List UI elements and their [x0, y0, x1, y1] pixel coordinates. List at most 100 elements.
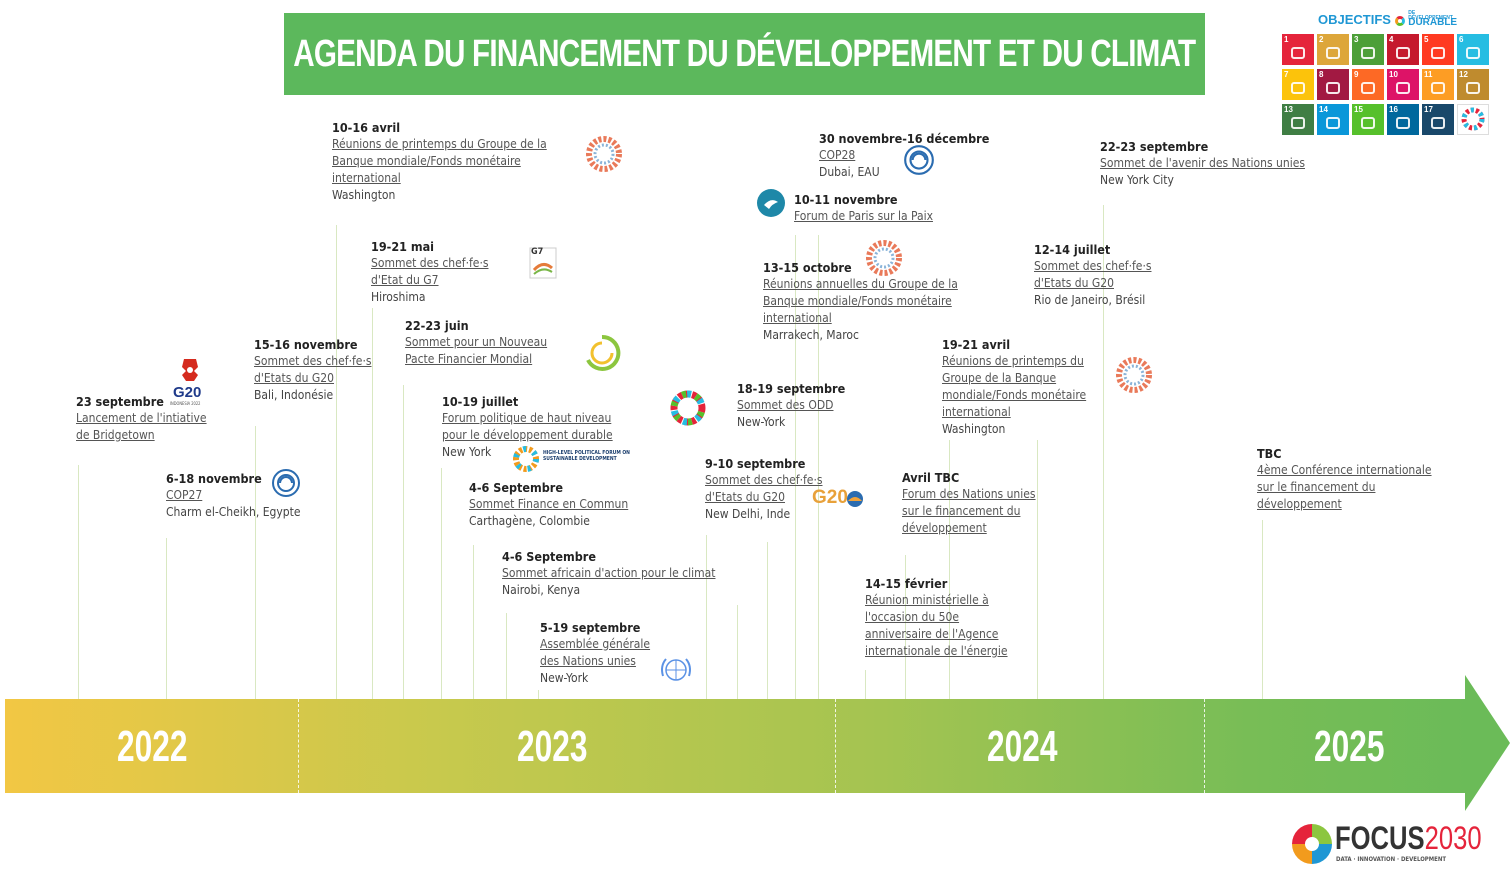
- event-name[interactable]: Banque mondiale/Fonds monétaire: [332, 154, 521, 168]
- year-2024: 2024: [987, 722, 1058, 771]
- g20-logo-subtext: INDONESIA 2022: [170, 401, 201, 406]
- event-name[interactable]: de Bridgetown: [76, 428, 155, 442]
- sdg-tile: 14: [1317, 104, 1349, 135]
- g20-india-logo-text: G20: [812, 487, 848, 508]
- focus2030-logo: FOCUS2030 DATA · INNOVATION · DEVELOPMEN…: [1290, 820, 1485, 868]
- event-place: New-York: [540, 671, 589, 685]
- world-bank-imf-wheel-icon: [585, 135, 623, 177]
- event-name[interactable]: Réunions de printemps du Groupe de la: [332, 137, 547, 151]
- sdg-wheel-icon: [669, 389, 707, 431]
- brand-tagline: DATA · INNOVATION · DEVELOPMENT: [1336, 856, 1447, 863]
- event-place: Marrakech, Maroc: [763, 328, 859, 342]
- event-place: Charm el-Cheikh, Egypte: [166, 505, 301, 519]
- event-name[interactable]: des Nations unies: [540, 654, 636, 668]
- event-name[interactable]: internationale de l'énergie: [865, 644, 1008, 658]
- sdg-tile-icon: [1396, 117, 1410, 129]
- event-name[interactable]: anniversaire de l'Agence: [865, 627, 999, 641]
- event-name[interactable]: Groupe de la Banque: [942, 371, 1057, 385]
- event-place: New York: [442, 445, 492, 459]
- event-date: 22-23 juin: [405, 318, 469, 333]
- world-bank-imf-wheel-icon: [865, 239, 903, 281]
- event-name[interactable]: Forum de Paris sur la Paix: [794, 209, 933, 223]
- sdg-tile-number: 11: [1424, 70, 1433, 79]
- event-name[interactable]: Sommet de l'avenir des Nations unies: [1100, 156, 1305, 170]
- event-name[interactable]: d'Etats du G20: [1034, 276, 1114, 290]
- g7-logo-text: G7: [531, 247, 544, 257]
- connector-line: [441, 468, 442, 699]
- focus2030-swirl-icon: [1292, 824, 1332, 864]
- event-name[interactable]: Réunions de printemps du: [942, 354, 1084, 368]
- event-name[interactable]: mondiale/Fonds monétaire: [942, 388, 1087, 402]
- event-name[interactable]: d'Etats du G20: [705, 490, 785, 504]
- event-place: Washington: [332, 188, 396, 202]
- event-name[interactable]: pour le développement durable: [442, 428, 613, 442]
- event-name[interactable]: Sommet des chef·fe·s: [705, 473, 823, 487]
- event-name[interactable]: international: [763, 311, 832, 325]
- event-name[interactable]: international: [332, 171, 401, 185]
- sdg-tile-number: 17: [1424, 105, 1433, 114]
- sdg-tile-number: 14: [1319, 105, 1328, 114]
- event-date: 14-15 février: [865, 576, 948, 591]
- event-name[interactable]: Lancement de l'intiative: [76, 411, 207, 425]
- event-name[interactable]: Forum politique de haut niveau: [442, 411, 612, 425]
- sdg-tile: 2: [1317, 34, 1349, 65]
- event-name[interactable]: Réunion ministérielle à: [865, 593, 989, 607]
- event-name[interactable]: Sommet des chef·fe·s: [254, 354, 372, 368]
- event-name[interactable]: Banque mondiale/Fonds monétaire: [763, 294, 952, 308]
- event-name[interactable]: Pacte Financier Mondial: [405, 352, 533, 366]
- connector-line: [795, 235, 796, 699]
- sdg-header: OBJECTIFS DE DÉVELOPPEMENTDURABLE: [1318, 11, 1457, 29]
- sdg-tile-icon: [1361, 117, 1375, 129]
- event-date: 4-6 Septembre: [502, 549, 596, 564]
- event-name[interactable]: Assemblée générale: [540, 637, 651, 651]
- event-place: Dubai, EAU: [819, 165, 880, 179]
- event-name[interactable]: Sommet des chef·fe·s: [371, 256, 489, 270]
- event-name[interactable]: développement: [902, 521, 987, 535]
- event-name[interactable]: d'Etats du G20: [254, 371, 334, 385]
- event-name[interactable]: Sommet des ODD: [737, 398, 834, 412]
- event-name[interactable]: international: [942, 405, 1011, 419]
- sdg-tile: 9: [1352, 69, 1384, 100]
- page-title: AGENDA DU FINANCEMENT DU DÉVELOPPEMENT E…: [293, 32, 1196, 75]
- event-date: Avril TBC: [902, 470, 960, 485]
- sdg-tile-number: 15: [1354, 105, 1363, 114]
- event-name[interactable]: l'occasion du 50e: [865, 610, 960, 624]
- connector-line: [78, 465, 79, 699]
- sdg-tile-icon: [1291, 47, 1305, 59]
- event-name[interactable]: COP28: [819, 148, 856, 162]
- connector-line: [506, 613, 507, 699]
- title-banner: AGENDA DU FINANCEMENT DU DÉVELOPPEMENT E…: [284, 13, 1205, 95]
- event-date: 4-6 Septembre: [469, 480, 563, 495]
- event-date: 6-18 novembre: [166, 471, 262, 486]
- unfccc-icon: [902, 144, 936, 180]
- year-divider: [835, 699, 836, 793]
- event-name[interactable]: sur le financement du: [1257, 480, 1376, 494]
- connector-line: [706, 535, 707, 699]
- event-name[interactable]: Sommet des chef·fe·s: [1034, 259, 1152, 273]
- sdg-tile: 3: [1352, 34, 1384, 65]
- sdg-tile-icon: [1326, 82, 1340, 94]
- event-name[interactable]: COP27: [166, 488, 203, 502]
- sdg-tile-icon: [1466, 82, 1480, 94]
- connector-line: [473, 545, 474, 699]
- event-date: TBC: [1257, 446, 1282, 461]
- event-name[interactable]: Sommet pour un Nouveau: [405, 335, 548, 349]
- connector-line: [949, 440, 950, 699]
- connector-line: [818, 235, 819, 699]
- event-name[interactable]: Forum des Nations unies: [902, 487, 1036, 501]
- event-name[interactable]: d'Etat du G7: [371, 273, 439, 287]
- event-name[interactable]: Réunions annuelles du Groupe de la: [763, 277, 958, 291]
- sdg-tile: 17: [1422, 104, 1454, 135]
- event-name[interactable]: Sommet africain d'action pour le climat: [502, 566, 716, 580]
- event-name[interactable]: développement: [1257, 497, 1342, 511]
- unfccc-icon: [270, 468, 302, 502]
- event-name[interactable]: sur le financement du: [902, 504, 1021, 518]
- event-name[interactable]: Sommet Finance en Commun: [469, 497, 629, 511]
- sdg-tile: 6: [1457, 34, 1489, 65]
- event-name[interactable]: 4ème Conférence internationale: [1257, 463, 1432, 477]
- year-divider: [298, 699, 299, 793]
